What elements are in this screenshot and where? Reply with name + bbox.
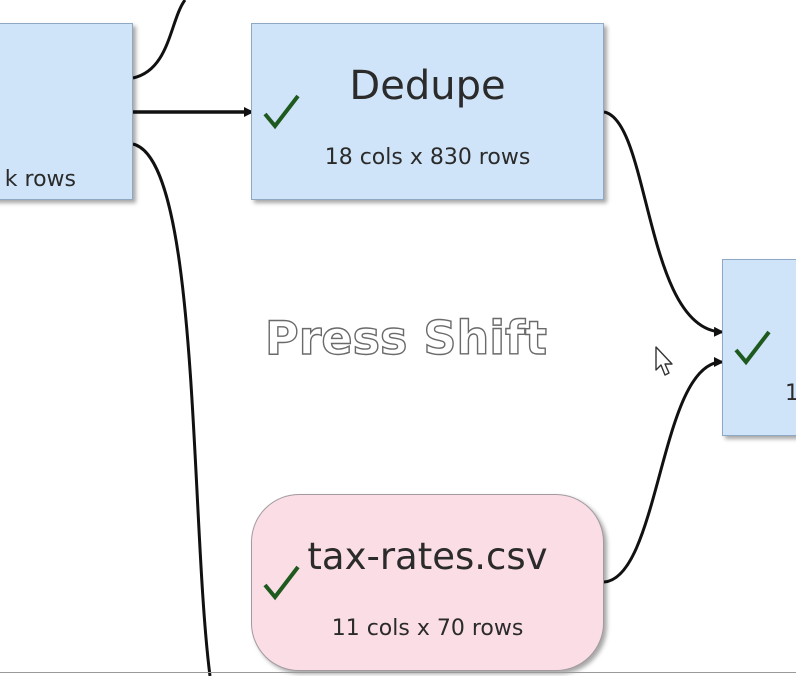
press-shift-hint: Press Shift bbox=[264, 310, 548, 365]
check-icon bbox=[733, 328, 773, 368]
edge-tax-to-right bbox=[603, 357, 724, 584]
node-dedupe-title: Dedupe bbox=[349, 63, 506, 109]
node-tax-rates-title: tax-rates.csv bbox=[307, 535, 548, 578]
node-dedupe-meta: 18 cols x 830 rows bbox=[324, 145, 531, 170]
mouse-cursor-icon bbox=[654, 346, 676, 378]
canvas-bottom-border bbox=[0, 672, 796, 673]
node-left-partial-meta: k rows bbox=[4, 167, 76, 192]
node-dedupe[interactable]: Dedupe 18 cols x 830 rows bbox=[251, 23, 604, 200]
edge-dedupe-to-right bbox=[603, 110, 724, 337]
edge-left-down bbox=[132, 142, 212, 676]
check-icon bbox=[262, 563, 302, 603]
edge-top-incoming bbox=[132, 0, 187, 80]
check-icon bbox=[262, 92, 302, 132]
node-tax-rates[interactable]: tax-rates.csv 11 cols x 70 rows bbox=[251, 494, 604, 671]
node-right-partial[interactable]: 1 bbox=[722, 259, 796, 436]
node-left-partial[interactable]: k rows bbox=[0, 23, 133, 200]
node-tax-rates-meta: 11 cols x 70 rows bbox=[331, 616, 524, 641]
node-right-partial-meta: 1 bbox=[785, 381, 796, 406]
